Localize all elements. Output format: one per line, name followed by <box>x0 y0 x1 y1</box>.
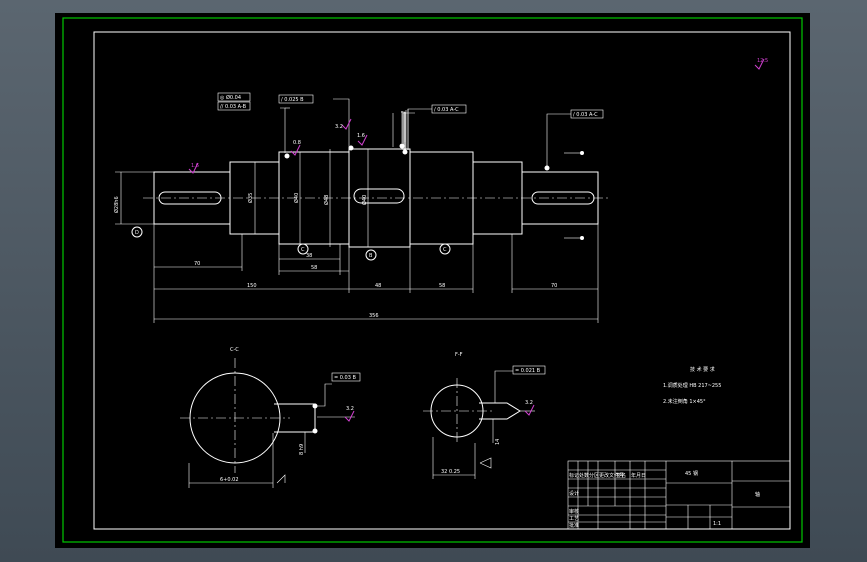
shaft-drawing[interactable]: Ø28h6 Ø35 Ø40 Ø48 Ø40 D C B C 70 38 58 1… <box>55 13 810 548</box>
tb-cell-5: 年月日 <box>631 472 646 479</box>
ff-dim-depth: 14 <box>495 439 501 445</box>
datum-c1: C <box>301 247 305 253</box>
svg-text:12.5: 12.5 <box>757 58 768 64</box>
datum-b: B <box>369 253 373 259</box>
svg-text:1.6: 1.6 <box>191 163 199 169</box>
section-ff-title: F-F <box>455 352 463 358</box>
drawing-sheet[interactable]: Ø28h6 Ø35 Ø40 Ø48 Ø40 D C B C 70 38 58 1… <box>55 13 810 548</box>
roughness-symbol-4: 1.6 <box>357 133 368 146</box>
notes-line-2: 2.未注倒角 1×45° <box>663 398 706 405</box>
dim-d2: 58 <box>311 265 317 271</box>
ff-roughness: 3.2 <box>525 400 533 406</box>
section-ff: F-F = 0.021 B 3.2 14 32 0.25 <box>423 352 546 479</box>
roughness-top-right: 12.5 <box>754 58 768 70</box>
dia-label-1: Ø35 <box>247 193 254 203</box>
ff-frame: = 0.021 B <box>515 368 541 374</box>
svg-text:1.6: 1.6 <box>357 133 365 139</box>
svg-text:/ 0.025 B: / 0.025 B <box>281 97 304 103</box>
inner-border <box>93 31 791 530</box>
svg-text:/ 0.03 A-C: / 0.03 A-C <box>434 107 459 113</box>
tb-name: 轴 <box>755 491 760 498</box>
tb-scale: 1:1 <box>713 521 721 527</box>
tolerance-frame-2: // 0.03 A-B <box>217 101 251 111</box>
svg-text:0.8: 0.8 <box>293 140 301 146</box>
notes-title: 技 术 要 求 <box>690 366 715 373</box>
dim-overall: 356 <box>369 313 379 319</box>
cc-dim-bottom: 6+0.02 <box>220 477 239 483</box>
tolerance-frame-4: / 0.03 A-C <box>431 104 467 114</box>
datum-c2: C <box>443 247 447 253</box>
dim-left-shaft: 70 <box>194 261 200 267</box>
tb-cell-3: 更改文件号 <box>599 472 624 479</box>
tb-material: 45 钢 <box>685 470 698 477</box>
roughness-symbol-1: 1.6 <box>188 162 199 174</box>
datum-d: D <box>135 230 139 236</box>
dia-label-2: Ø40 <box>293 193 300 203</box>
dim-d3: 150 <box>247 283 257 289</box>
dia-left-end: Ø28h6 <box>113 196 120 213</box>
dim-right-shaft: 70 <box>551 283 557 289</box>
svg-text:3.2: 3.2 <box>335 124 343 130</box>
svg-text:/ 0.03 A-C: / 0.03 A-C <box>573 112 598 118</box>
notes-line-1: 1.调质处理 HB 217~255 <box>663 382 721 389</box>
section-cc-title: C-C <box>230 347 239 353</box>
tb-cell-4: 签名 <box>616 472 626 479</box>
ff-dim-bottom: 32 0.25 <box>441 469 460 475</box>
dia-label-3: Ø48 <box>323 195 330 205</box>
outer-frame <box>62 17 803 543</box>
cc-frame: = 0.03 B <box>334 375 357 381</box>
tb-cell-8: 工艺 <box>569 516 579 522</box>
cc-roughness: 3.2 <box>346 406 354 412</box>
tolerance-frame-1: ◎ Ø0.04 <box>217 92 251 102</box>
svg-text:// 0.03 A-B: // 0.03 A-B <box>220 104 247 110</box>
dim-d5: 58 <box>439 283 445 289</box>
tolerance-frame-3: / 0.025 B <box>278 94 314 104</box>
title-block[interactable]: 45 钢 轴 1:1 标记 处数 分区 更改文件号 签名 年月日 设计 审核 工… <box>567 460 791 530</box>
dim-d4: 48 <box>375 283 381 289</box>
dim-d1: 38 <box>306 253 312 259</box>
tolerance-frame-5: / 0.03 A-C <box>570 109 604 119</box>
tb-cell-6: 设计 <box>569 490 579 497</box>
section-cc: C-C = 0.03 B 3.2 8 h9 6+0.02 <box>180 347 361 488</box>
svg-text:◎ Ø0.04: ◎ Ø0.04 <box>220 94 241 101</box>
technical-notes: 技 术 要 求 1.调质处理 HB 217~255 2.未注倒角 1×45° <box>663 366 721 405</box>
tb-cell-2: 分区 <box>589 472 599 479</box>
tb-cell-7: 审核 <box>569 508 579 515</box>
roughness-symbol-2: 0.8 <box>290 140 301 156</box>
tb-cell-9: 批准 <box>569 522 579 529</box>
tb-cell-1: 处数 <box>579 472 589 479</box>
dia-label-4: Ø40 <box>361 195 368 205</box>
cc-dim-width: 8 h9 <box>299 444 305 455</box>
shaft-main-view <box>115 98 609 323</box>
main-view-annotations: Ø28h6 Ø35 Ø40 Ø48 Ø40 D C B C 70 38 58 1… <box>113 58 768 319</box>
tb-cell-0: 标记 <box>569 472 579 479</box>
roughness-symbol-3: 3.2 <box>335 118 352 130</box>
